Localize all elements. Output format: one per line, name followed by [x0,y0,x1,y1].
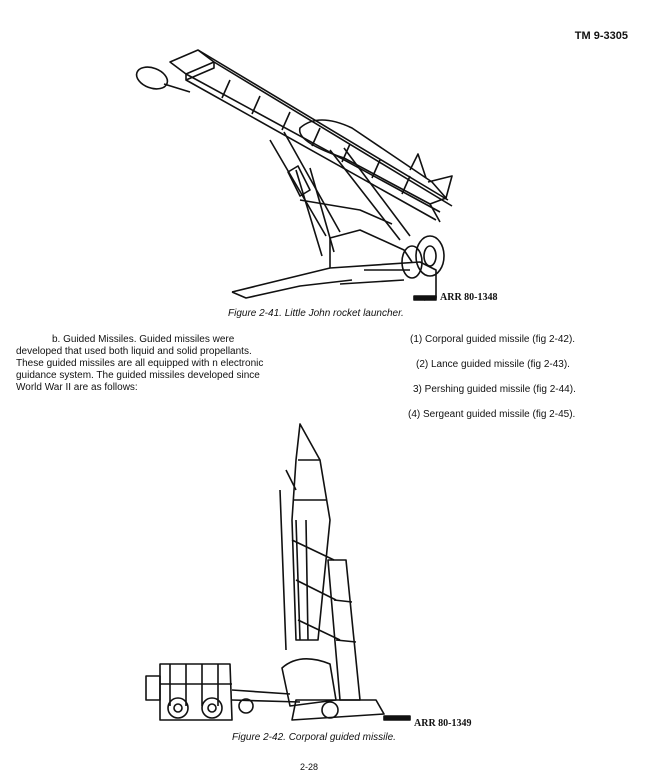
figure-42-code: ARR 80-1349 [414,718,472,729]
missile-list-item: (2) Lance guided missile (fig 2-43). [416,359,570,370]
page-number: 2-28 [300,762,319,772]
paragraph-line: World War II are as follows: [16,382,138,393]
paragraph-line: These guided missiles are all equipped w… [16,358,264,369]
figure-41-caption: Figure 2-41. Little John rocket launcher… [228,308,404,319]
missile-list-item: (1) Corporal guided missile (fig 2-42). [410,334,576,345]
figure-41-code: ARR 80-1348 [440,292,498,303]
paragraph-lead: b. Guided Missiles. Guided missiles were [52,334,235,345]
paragraph-line: guidance system. The guided missiles dev… [16,370,260,381]
figure-42-caption: Figure 2-42. Corporal guided missile. [232,732,396,743]
missile-list-item: (4) Sergeant guided missile (fig 2-45). [408,409,576,420]
document-id: TM 9-3305 [574,30,628,42]
guided-missiles-paragraph: b. Guided Missiles. Guided missiles were… [16,334,316,394]
missile-list-item: 3) Pershing guided missile (fig 2-44). [413,384,576,395]
paragraph-line: developed that used both liquid and soli… [16,346,252,357]
